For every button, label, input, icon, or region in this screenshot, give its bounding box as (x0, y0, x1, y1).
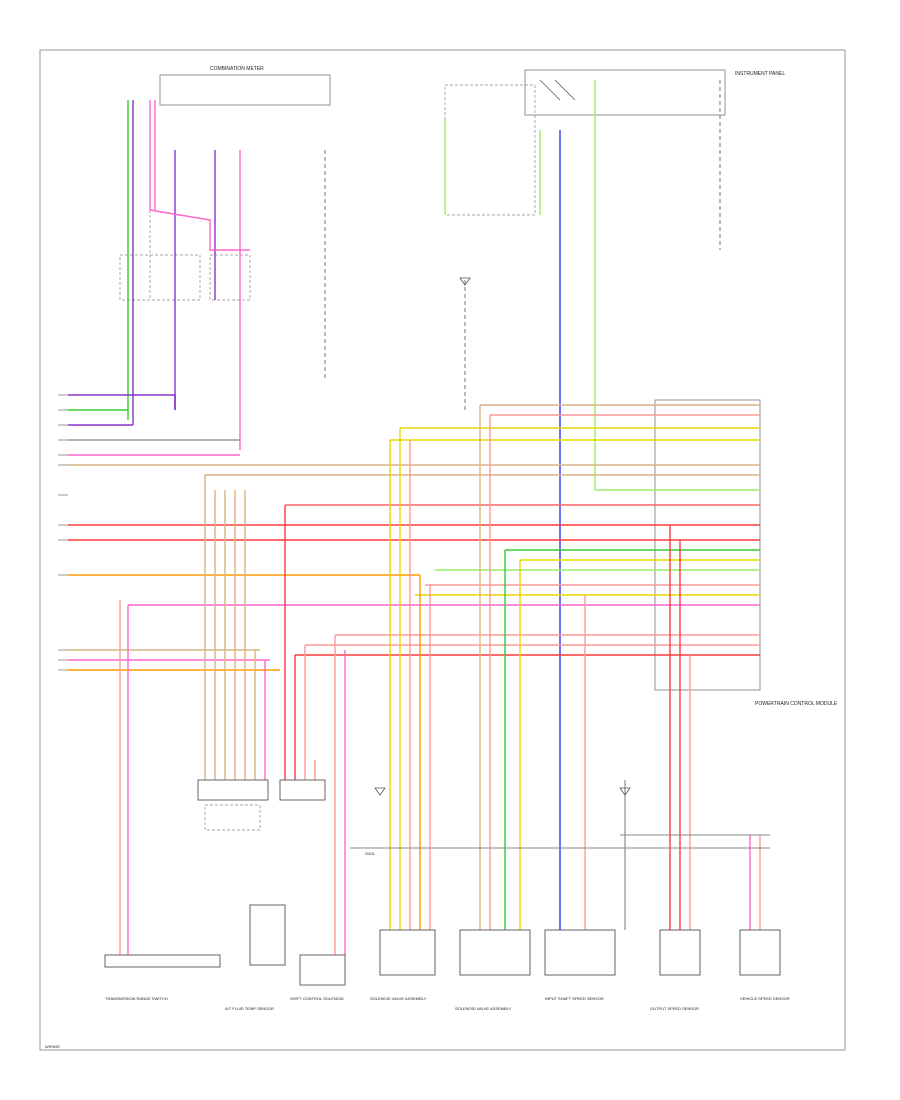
component-label-c6: INPUT SHAFT SPEED SENSOR (545, 996, 604, 1001)
component-label-c2: A/T FLUID TEMP SENSOR (225, 1006, 274, 1011)
left-terminal-marks (58, 394, 68, 671)
component-c6 (544, 929, 616, 976)
relay-box-left (119, 254, 201, 301)
component-c4 (379, 929, 436, 976)
component-c5 (459, 929, 531, 976)
junction-box (444, 84, 536, 216)
component-c8 (739, 929, 781, 976)
pcm-connector-block (654, 399, 761, 691)
component-label-c3: SHIFT CONTROL SOLENOID (290, 996, 344, 1001)
pink-loop (149, 209, 250, 251)
top-center-label: COMBINATION METER (210, 66, 264, 72)
relay-box-mid (209, 254, 251, 301)
instrument-panel-box (524, 69, 726, 116)
component-label-c1: TRANSMISSION RANGE SWITCH (105, 996, 168, 1001)
combination-meter-box (159, 74, 331, 106)
connector-mid-cluster (279, 779, 326, 801)
connector-lower-dashed (204, 804, 261, 831)
ground-symbols (374, 277, 631, 796)
component-label-c8: VEHICLE SPEED SENSOR (740, 996, 790, 1001)
switch-symbol (539, 79, 576, 101)
component-label-c5: SOLENOID VALVE ASSEMBLY (455, 1006, 512, 1011)
connector-left-cluster (197, 779, 269, 801)
ground-label: G401 (365, 851, 376, 856)
component-c2 (249, 904, 286, 966)
component-c7 (659, 929, 701, 976)
component-label-c7: OUTPUT SPEED SENSOR (650, 1006, 699, 1011)
top-right-label: INSTRUMENT PANEL (735, 71, 785, 77)
wires-horizontal (68, 394, 760, 671)
component-label-c4: SOLENOID VALVE ASSEMBLY (370, 996, 427, 1001)
page-footer: WIRING (45, 1044, 60, 1049)
bottom-components (104, 904, 781, 986)
main-unit-label: POWERTRAIN CONTROL MODULE (755, 701, 838, 707)
wires-vertical-top (127, 80, 721, 955)
component-c3 (299, 954, 346, 986)
diagram-frame (39, 49, 846, 1051)
wires-vertical-drops (119, 405, 761, 955)
component-c1 (104, 954, 221, 968)
